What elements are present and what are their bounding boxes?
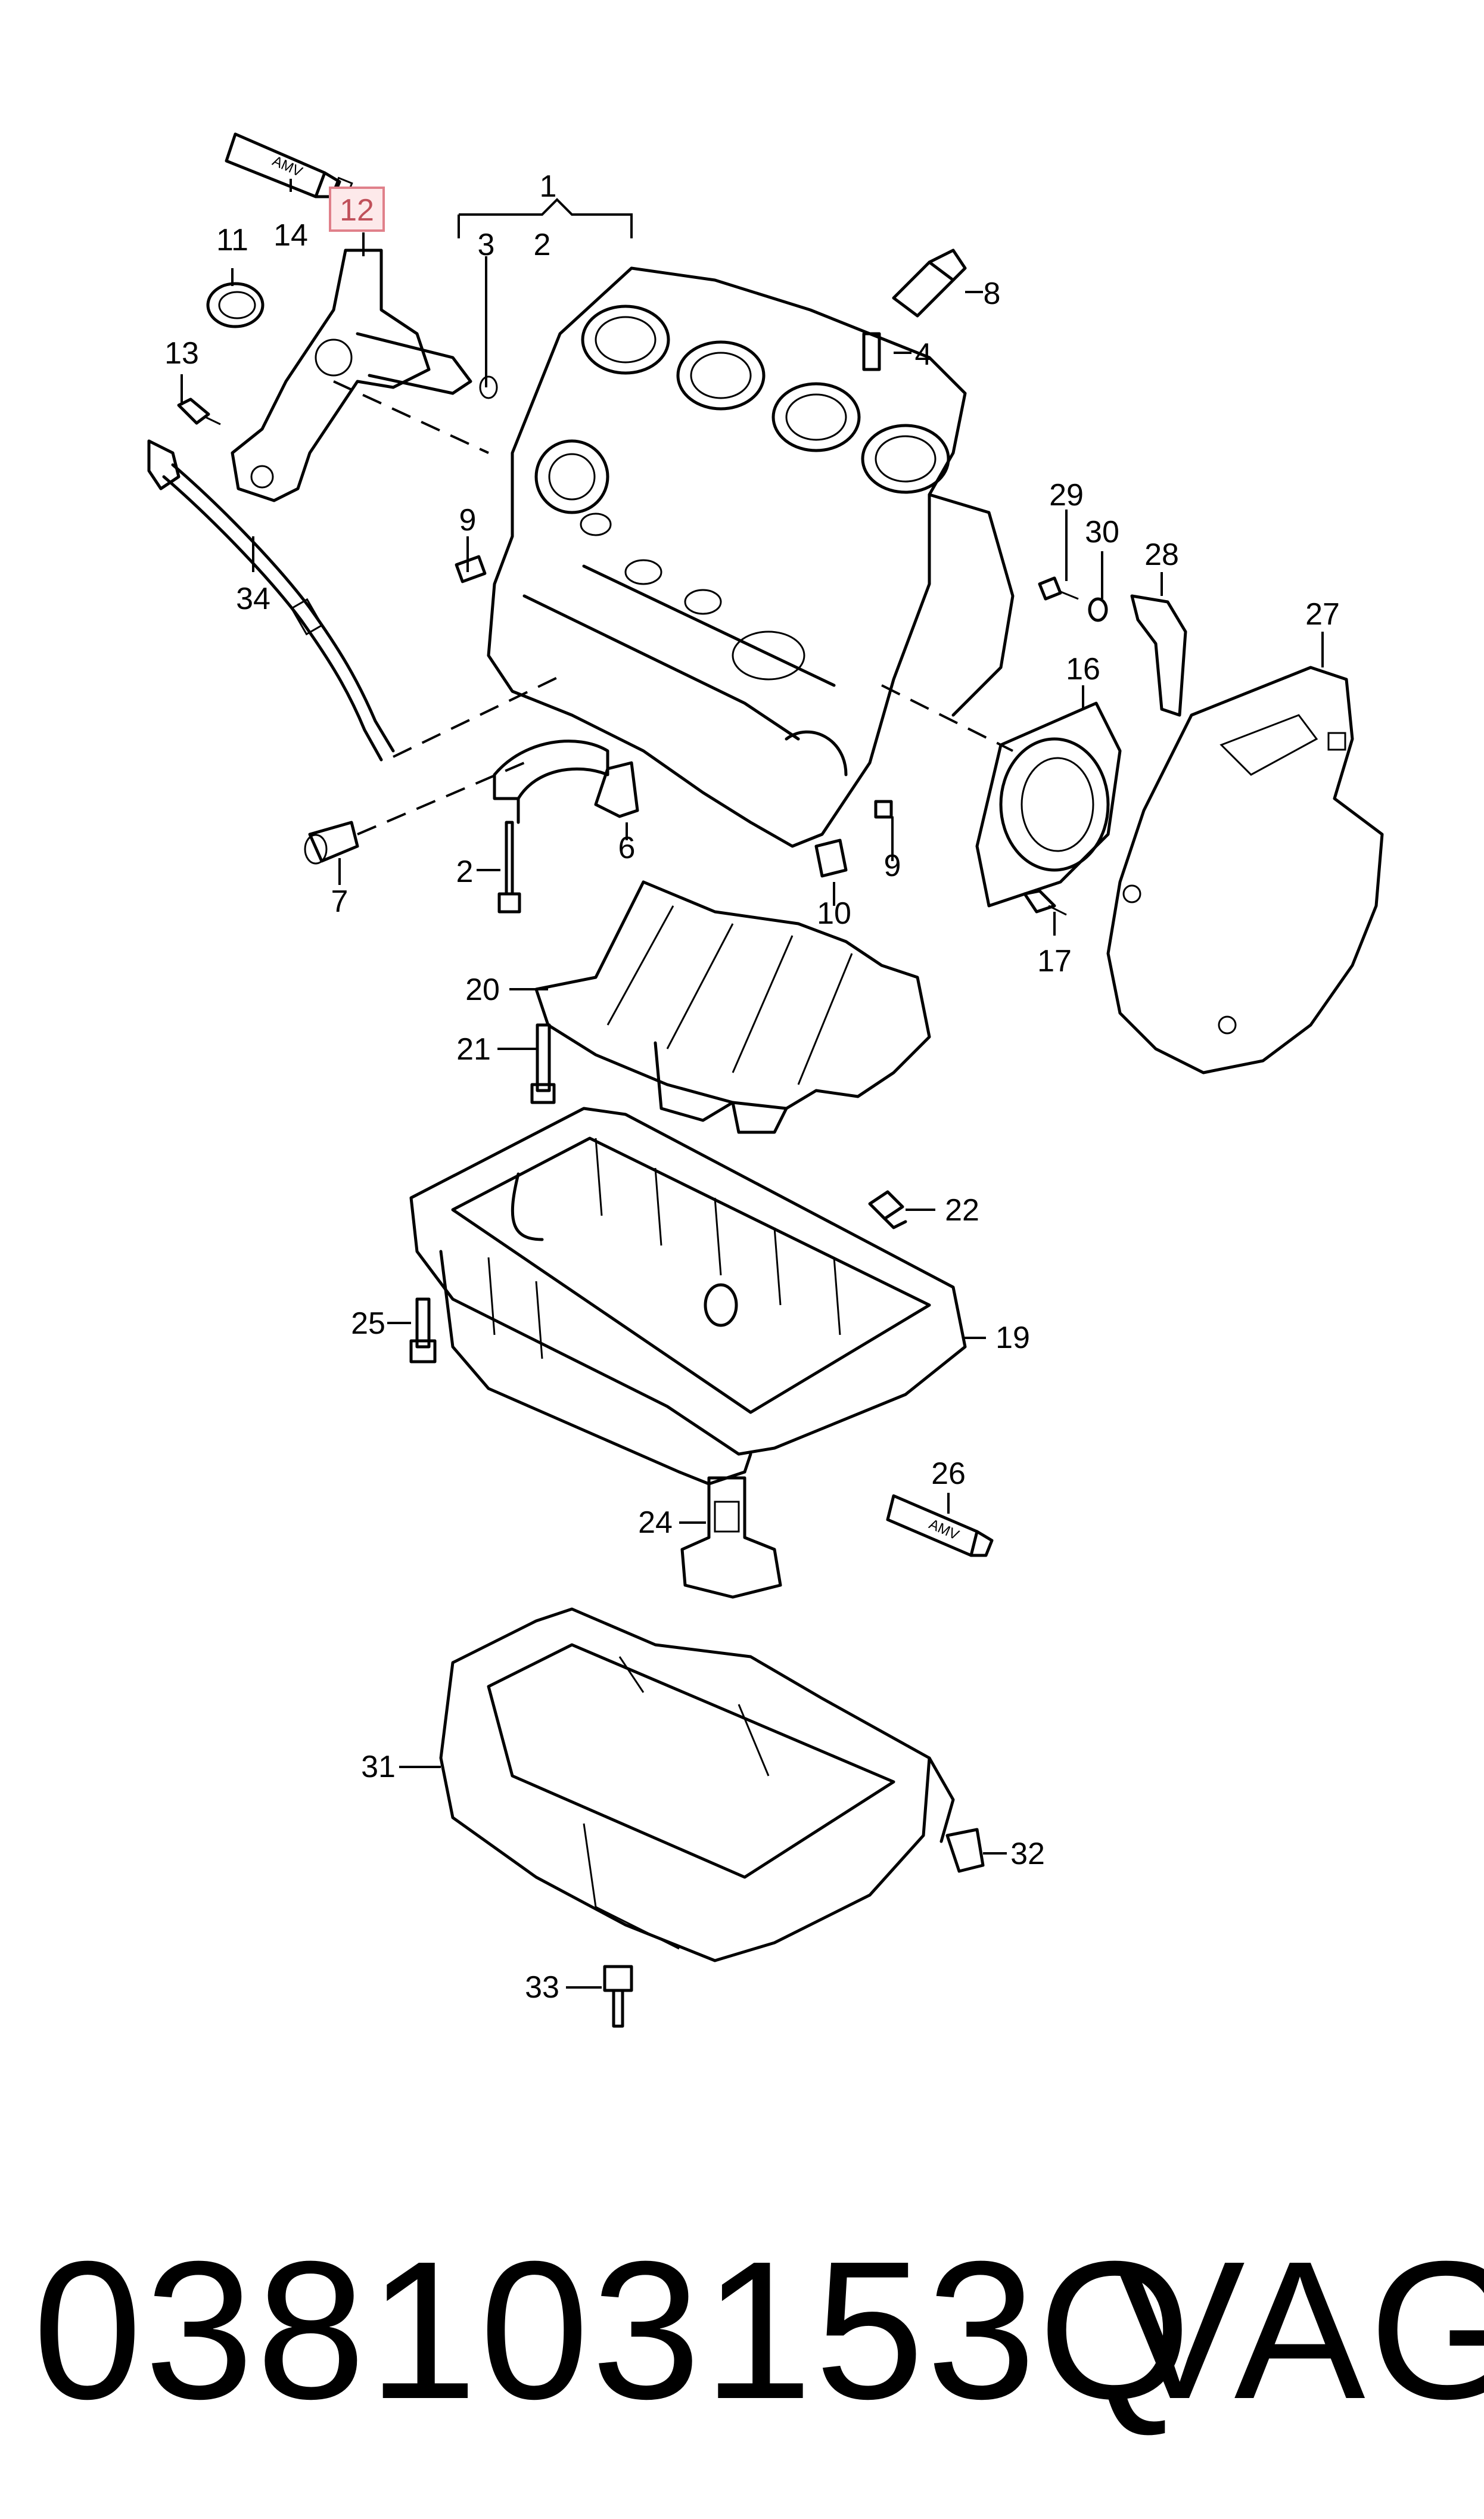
seal-ring — [206, 282, 265, 328]
sealant-tube-lower: AMV — [886, 1494, 994, 1557]
oil-baffle-20 — [534, 880, 931, 1134]
bolt-17 — [1023, 889, 1067, 916]
callout-33: 33 — [525, 1970, 559, 2005]
oil-pan-lower-31 — [439, 1607, 955, 1962]
callout-9-upper: 9 — [459, 503, 477, 538]
exploded-parts-diagram: AMV — [147, 132, 1384, 2028]
callout-6: 6 — [618, 831, 636, 865]
callout-4: 4 — [915, 337, 932, 372]
cylinder-block — [487, 266, 1015, 848]
bolt-22 — [868, 1190, 907, 1229]
callout-13: 13 — [164, 336, 199, 371]
callout-20: 20 — [465, 973, 500, 1007]
sensor-6 — [594, 761, 639, 818]
bolt-29 — [1038, 576, 1079, 601]
part-footer: 038103153Q VAG — [0, 2205, 1484, 2455]
callout-34: 34 — [236, 582, 270, 616]
callout-7: 7 — [331, 884, 349, 919]
callout-2-lower: 2 — [456, 855, 474, 889]
callout-22: 22 — [945, 1193, 979, 1228]
bolt-21 — [530, 1023, 556, 1104]
callout-11: 11 — [216, 223, 248, 257]
callout-labels: 1 2 2 3 4 6 7 8 9 9 10 11 13 14 16 17 19… — [164, 169, 1340, 2005]
clip-32 — [945, 1828, 985, 1873]
callout-28: 28 — [1144, 538, 1179, 572]
bearing-shells — [493, 740, 609, 824]
callout-31: 31 — [361, 1750, 396, 1784]
callout-1: 1 — [540, 169, 557, 204]
bracket-28 — [1130, 594, 1187, 717]
bolt-25 — [409, 1297, 437, 1363]
alignment-lines — [333, 380, 1013, 835]
callout-14: 14 — [273, 218, 308, 253]
dipstick-guide-tube — [147, 439, 395, 762]
intermediate-plate-27 — [1106, 666, 1384, 1074]
callout-8: 8 — [984, 277, 1001, 311]
callout-17: 17 — [1037, 944, 1072, 979]
rear-seal-flange — [975, 701, 1122, 908]
part-number: 038103153Q — [33, 2220, 1194, 2440]
callout-24: 24 — [638, 1505, 673, 1540]
callout-25: 25 — [351, 1306, 385, 1341]
callout-29: 29 — [1049, 478, 1084, 513]
callout-2-upper: 2 — [534, 228, 551, 262]
callout-30: 30 — [1085, 515, 1119, 549]
bolt-13 — [177, 397, 221, 425]
oil-level-sensor-24 — [680, 1476, 782, 1599]
oil-pan-upper-19 — [409, 1107, 967, 1486]
callout-16: 16 — [1066, 652, 1100, 687]
bolt-2-lower — [497, 821, 521, 914]
leader-lines — [181, 179, 1324, 1989]
plug-33 — [603, 1965, 633, 2028]
highlighted-callout-12[interactable]: 12 — [329, 187, 385, 232]
callout-27: 27 — [1305, 597, 1340, 632]
brand-name: VAG — [1114, 2220, 1484, 2440]
callout-10: 10 — [817, 896, 851, 931]
washer-30 — [1088, 597, 1108, 622]
dowel-pins — [455, 332, 893, 878]
callout-19: 19 — [995, 1321, 1030, 1355]
callout-21: 21 — [456, 1032, 491, 1067]
callout-9-lower: 9 — [884, 849, 901, 883]
plug-7 — [304, 821, 359, 865]
callout-32: 32 — [1010, 1837, 1045, 1871]
breather-bolt-8 — [892, 249, 967, 318]
callout-3: 3 — [478, 228, 495, 262]
callout-12-label: 12 — [340, 193, 374, 228]
oil-pump-bracket — [231, 249, 472, 502]
callout-26: 26 — [931, 1456, 966, 1491]
